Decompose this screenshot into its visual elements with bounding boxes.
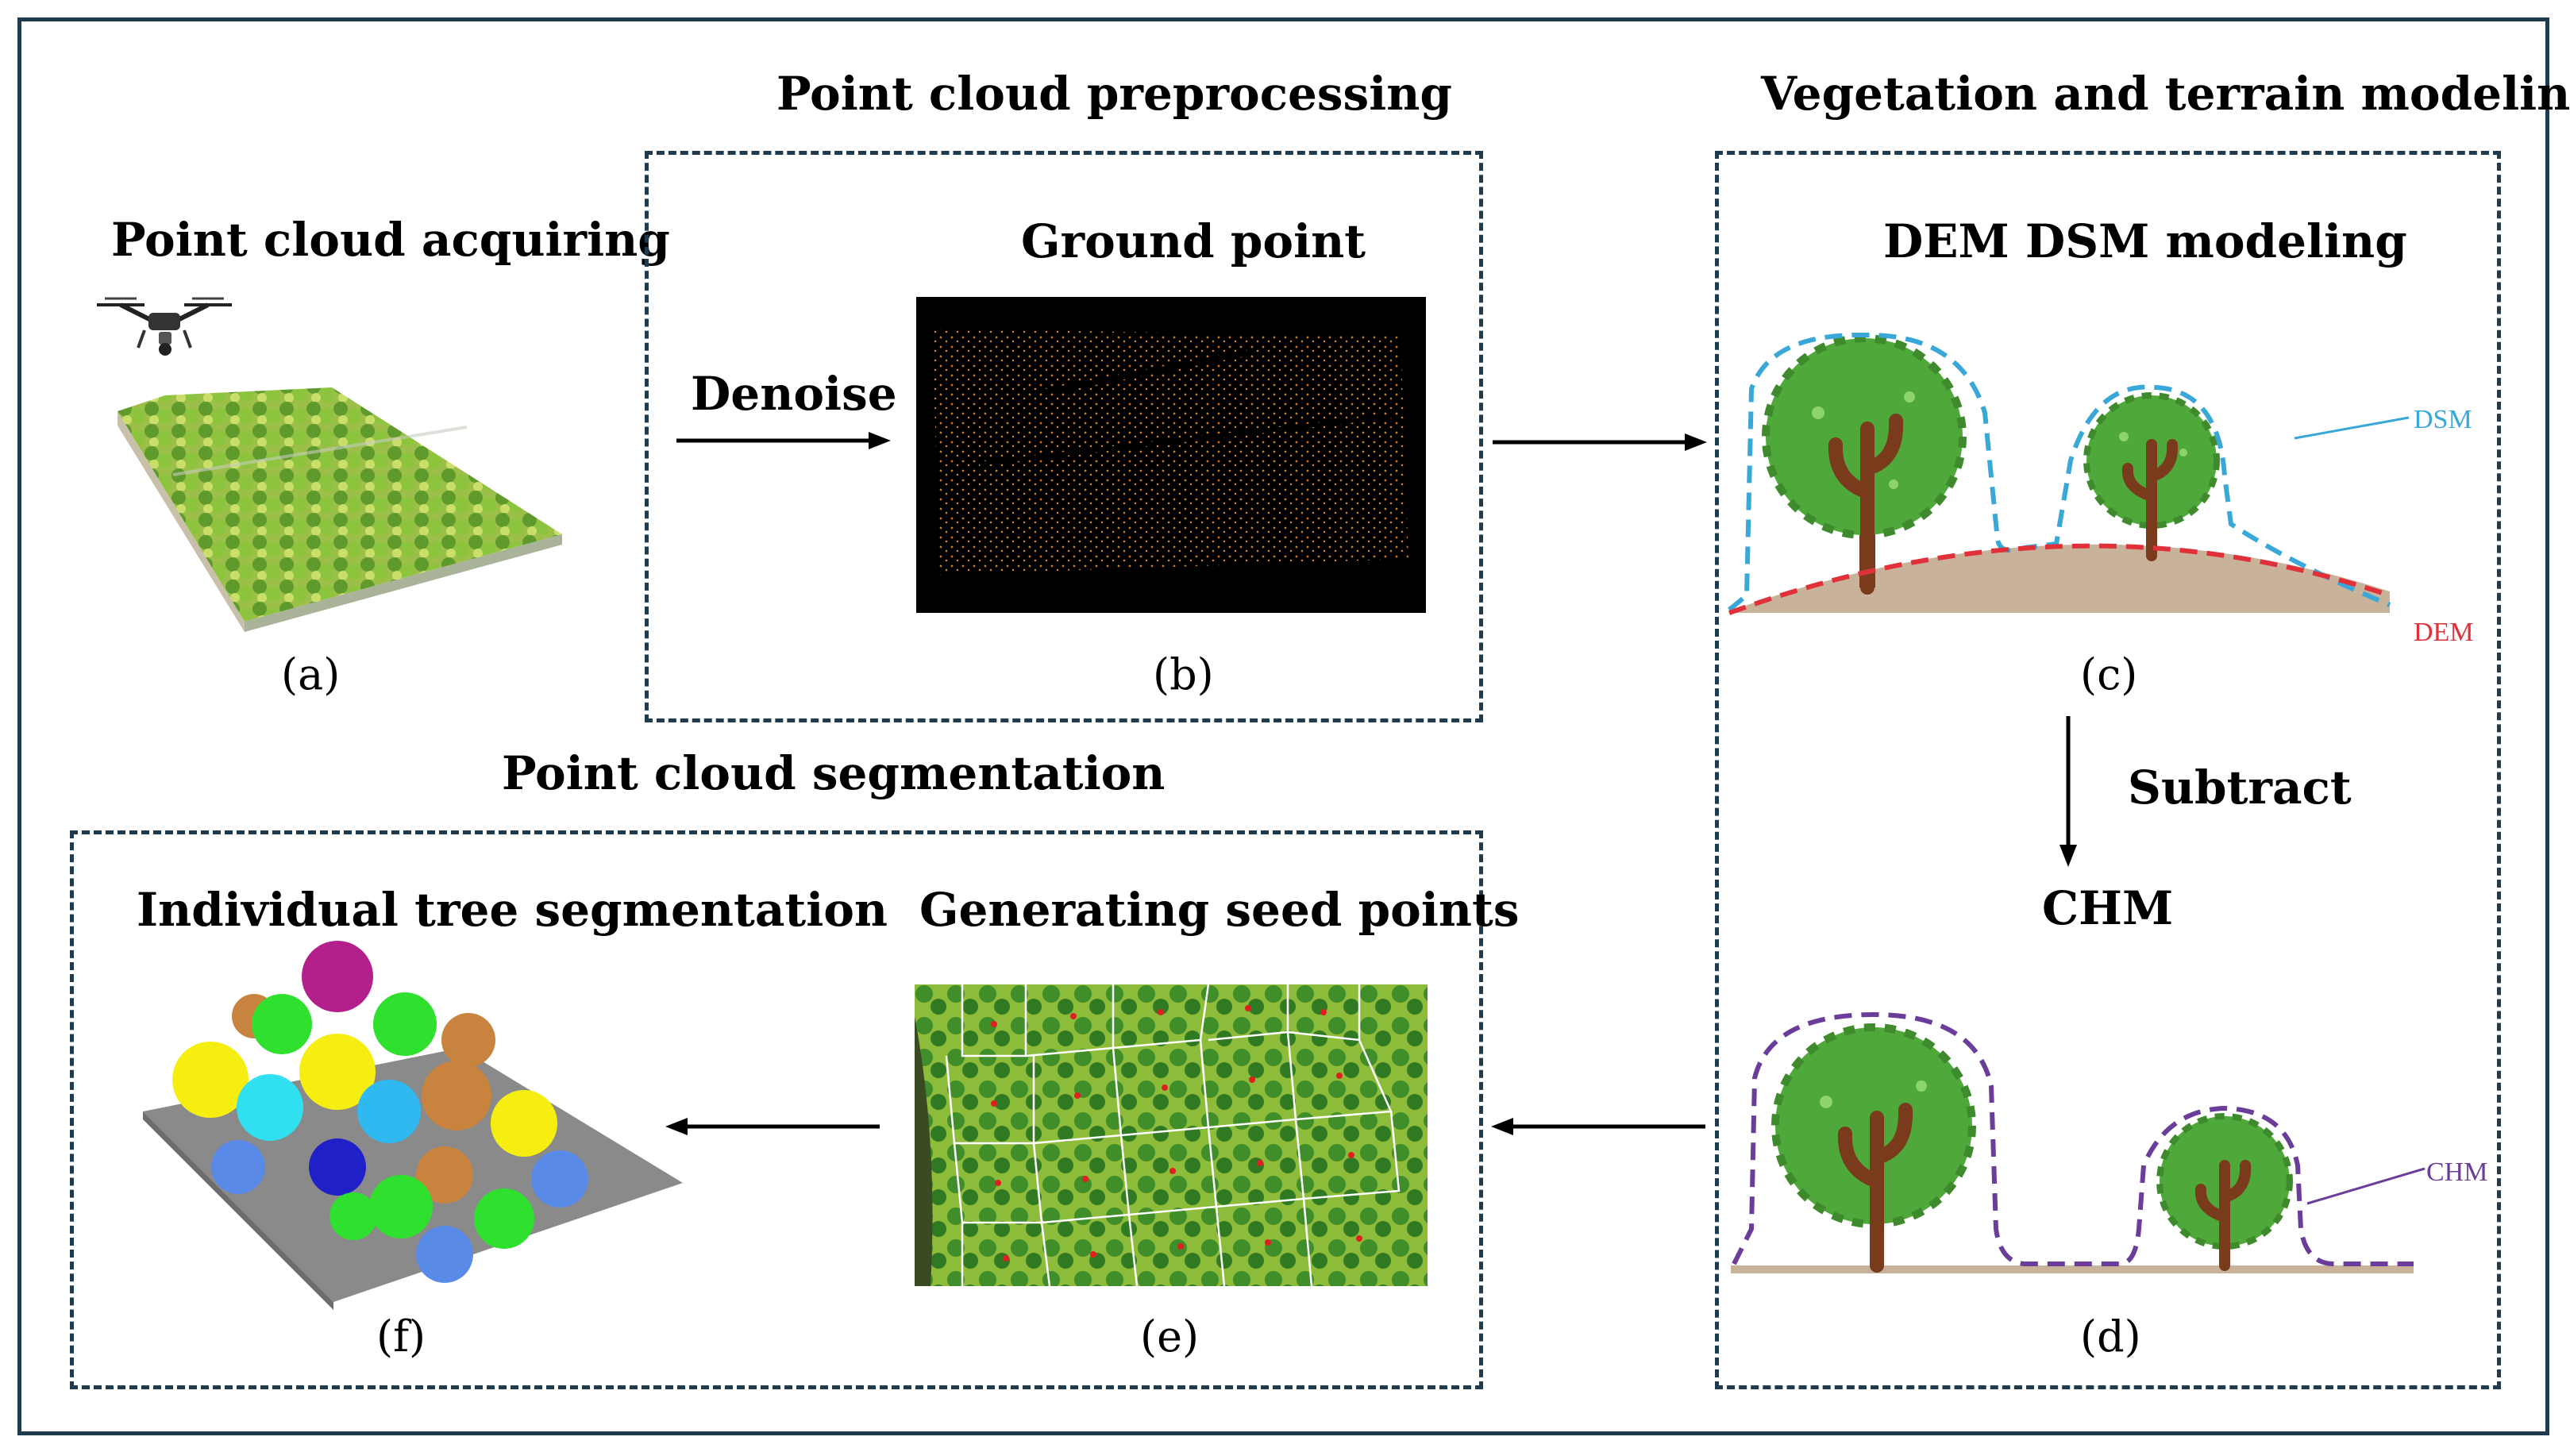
chm-title: CHM [2042, 881, 2174, 935]
subtract-label: Subtract [2128, 761, 2352, 815]
figure-frame [17, 17, 2549, 1435]
modeling-header: Vegetation and terrain modeling [1761, 67, 2570, 121]
tree-seg-title: Individual tree segmentation [137, 883, 888, 937]
preprocess-header: Point cloud preprocessing [776, 67, 1452, 121]
label-c: (c) [2080, 649, 2138, 699]
arrow-denoise [676, 432, 891, 449]
tree-segmentation-image [143, 941, 683, 1310]
segmentation-box [70, 830, 1483, 1389]
acquire-title: Point cloud acquiring [111, 213, 670, 267]
label-f: (f) [376, 1312, 426, 1362]
arrow-to-modeling [1493, 433, 1707, 451]
label-a: (a) [281, 649, 341, 699]
label-b: (b) [1153, 649, 1214, 699]
dem-dsm-title: DEM DSM modeling [1883, 214, 2407, 268]
chm-diagram [1731, 1011, 2426, 1273]
dem-label: DEM [2414, 618, 2474, 647]
ground-point-image [916, 297, 1426, 613]
chm-label: CHM [2426, 1157, 2488, 1187]
seed-points-image [915, 984, 1428, 1287]
acquired-point-cloud-image [118, 387, 562, 632]
label-e: (e) [1140, 1312, 1200, 1362]
preprocess-box [645, 151, 1483, 722]
dsm-label: DSM [2414, 405, 2472, 434]
arrow-to-segmentation [665, 1118, 880, 1135]
ground-point-title: Ground point [1021, 214, 1366, 268]
drone-icon [97, 297, 232, 356]
seed-title: Generating seed points [919, 883, 1520, 937]
label-d: (d) [2080, 1312, 2141, 1362]
denoise-label: Denoise [691, 367, 897, 421]
segmentation-header: Point cloud segmentation [502, 746, 1166, 800]
arrow-to-seeds [1491, 1118, 1705, 1135]
dem-dsm-diagram [1728, 332, 2410, 615]
modeling-box [1715, 151, 2501, 1389]
arrow-subtract [2059, 716, 2077, 867]
